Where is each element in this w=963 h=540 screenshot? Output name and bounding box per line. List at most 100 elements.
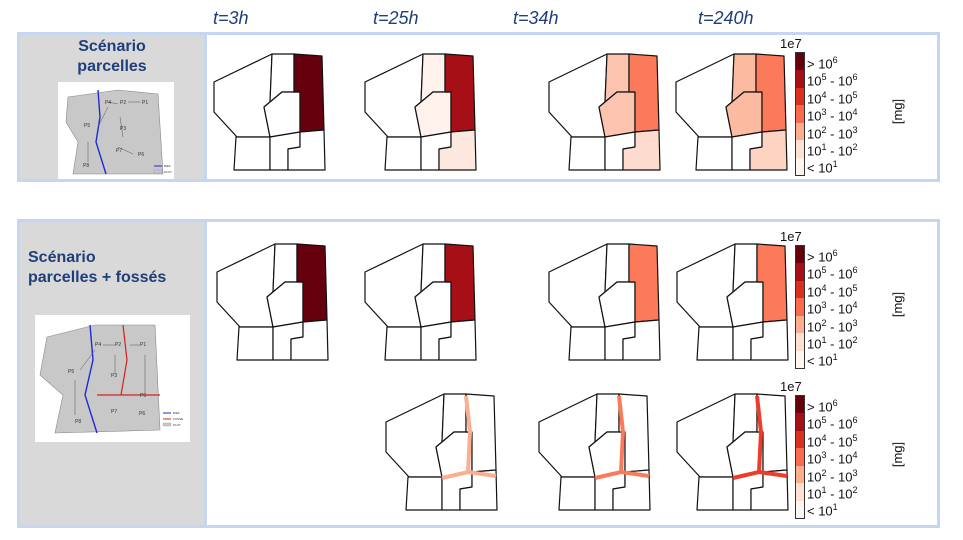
legend-swatch <box>796 333 804 351</box>
legend-exponent-3: 1e7 <box>780 379 802 394</box>
ditch-north-south <box>755 395 764 473</box>
scenario-2-maps-panel <box>204 219 940 528</box>
map-scenario1-4 <box>674 52 796 174</box>
map-scenario1-3 <box>547 52 669 174</box>
legend-swatch <box>796 413 804 431</box>
legend-swatch <box>796 157 804 175</box>
map-scenario2-parcels-1 <box>215 242 337 364</box>
thumb1-legend-plot: PLOT <box>164 170 172 174</box>
legend-label: 101 - 102 <box>807 335 858 352</box>
thumb2-label-p8: P8 <box>75 419 81 425</box>
legend-label: 105 - 106 <box>807 415 858 432</box>
parcel-bottom-right <box>287 129 326 171</box>
parcel-left <box>676 393 736 478</box>
thumb1-label-p1: P1 <box>142 100 148 106</box>
legend-exponent-2: 1e7 <box>780 229 802 244</box>
legend-swatch <box>796 263 804 281</box>
scenario-1-sidebar: Scénario parcelles P4 P2 P1 P3 P5 P7 P6 … <box>17 32 207 182</box>
legend-label: > 106 <box>807 248 838 265</box>
scenario-1-title: Scénario parcelles <box>20 37 204 77</box>
parcel-left <box>216 243 276 328</box>
map-scenario2-parcels-4 <box>675 242 797 364</box>
thumb1-label-p4: P4 <box>105 100 111 106</box>
parcel-bottom-left <box>696 326 734 361</box>
parcel-bottom-left <box>384 326 422 361</box>
legend-label: 104 - 105 <box>807 282 858 300</box>
legend-label: 102 - 103 <box>807 124 858 141</box>
map-scenario2-parcels-2 <box>363 242 485 364</box>
parcel-left <box>213 53 273 138</box>
legend-swatch <box>796 246 804 264</box>
thumb2-legend-bief: BIEF <box>173 411 180 415</box>
parcel-bottom-left <box>384 136 422 171</box>
parcel-bottom-left <box>405 476 443 511</box>
legend-label: 102 - 103 <box>807 467 858 484</box>
legend-colorbar-3 <box>795 395 805 519</box>
parcel-bottom-left <box>695 136 733 171</box>
parcel-bottom-right <box>750 319 789 361</box>
parcel-bottom-right <box>750 469 789 511</box>
parcel-bottom-right <box>290 319 329 361</box>
scenario-2-title: Scénario parcelles + fossés <box>28 248 208 288</box>
ditch-east-west <box>594 469 650 480</box>
legend-label: 103 - 104 <box>807 300 858 317</box>
parcel-bottom-right <box>622 129 661 171</box>
parcel-bottom-right <box>459 469 498 511</box>
parcel-left <box>538 393 598 478</box>
thumb2-legend-plot: PLOT <box>173 423 181 427</box>
parcel-bottom-left <box>558 476 596 511</box>
thumb1-label-p2: P2 <box>120 100 126 106</box>
parcel-bottom-left <box>568 326 606 361</box>
parcel-bottom-right <box>612 469 651 511</box>
thumb2-label-p1: P1 <box>140 342 146 348</box>
map-scenario1-2 <box>363 52 485 174</box>
legend-unit-1: [mg] <box>890 98 906 125</box>
time-label-240h: t=240h <box>698 8 754 28</box>
legend-exponent-1: 1e7 <box>780 36 802 51</box>
ditch-north-south <box>464 395 473 473</box>
parcel-left <box>676 243 736 328</box>
parcel-left <box>548 53 608 138</box>
legend-label: 102 - 103 <box>807 317 858 334</box>
parcel-left <box>548 243 608 328</box>
legend-swatch <box>796 87 804 106</box>
parcel-bottom-right <box>438 319 477 361</box>
legend-swatch <box>796 70 804 88</box>
legend-label: 101 - 102 <box>807 142 858 159</box>
thumb2-label-p4: P4 <box>95 342 101 348</box>
legend-label: > 106 <box>807 55 838 72</box>
legend-label: 103 - 104 <box>807 450 858 467</box>
parcel-left <box>364 243 424 328</box>
scenario-2-sidebar: Scénario parcelles + fossés P4 P2 P1 P3 … <box>17 219 207 528</box>
parcel-bottom-left <box>233 136 271 171</box>
scenario-2-title-line2: parcelles + fossés <box>28 269 167 286</box>
thumb1-label-p7: P7 <box>116 148 122 154</box>
scenario-1-title-line2: parcelles <box>77 58 147 75</box>
thumb2-label-p7: P7 <box>111 409 117 415</box>
legend-swatch <box>796 465 804 484</box>
map-scenario1-1 <box>212 52 334 174</box>
legend-swatch <box>796 396 804 414</box>
map-scenario2-parcels-3 <box>547 242 669 364</box>
scenario-1-title-line1: Scénario <box>78 38 146 55</box>
legend-label: 103 - 104 <box>807 107 858 124</box>
thumb2-legend-fosse: FOSSE <box>173 417 183 421</box>
legend-swatch <box>796 280 804 299</box>
parcel-left <box>675 53 735 138</box>
legend-swatch <box>796 298 804 316</box>
legend-label: < 101 <box>807 502 838 519</box>
legend-colorbar-2 <box>795 245 805 369</box>
parcel-left <box>385 393 445 478</box>
legend-colorbar-1 <box>795 52 805 176</box>
thumb2-label-p3: P3 <box>111 373 117 379</box>
thumb1-label-p5: P5 <box>84 123 90 129</box>
thumb1-label-p6: P6 <box>138 152 144 158</box>
parcel-bottom-right <box>749 129 788 171</box>
ditch-east-west <box>732 469 788 480</box>
legend-label: > 106 <box>807 398 838 415</box>
legend-label: 105 - 106 <box>807 72 858 89</box>
thumb2-label-p6: P6 <box>139 411 145 417</box>
scenario-2-thumbnail: P4 P2 P1 P3 P5 P7 P6 P8 P9 BIEF FOSSE PL… <box>35 315 190 442</box>
legend-unit-2: [mg] <box>890 291 906 318</box>
ditch-east-west <box>441 469 497 480</box>
